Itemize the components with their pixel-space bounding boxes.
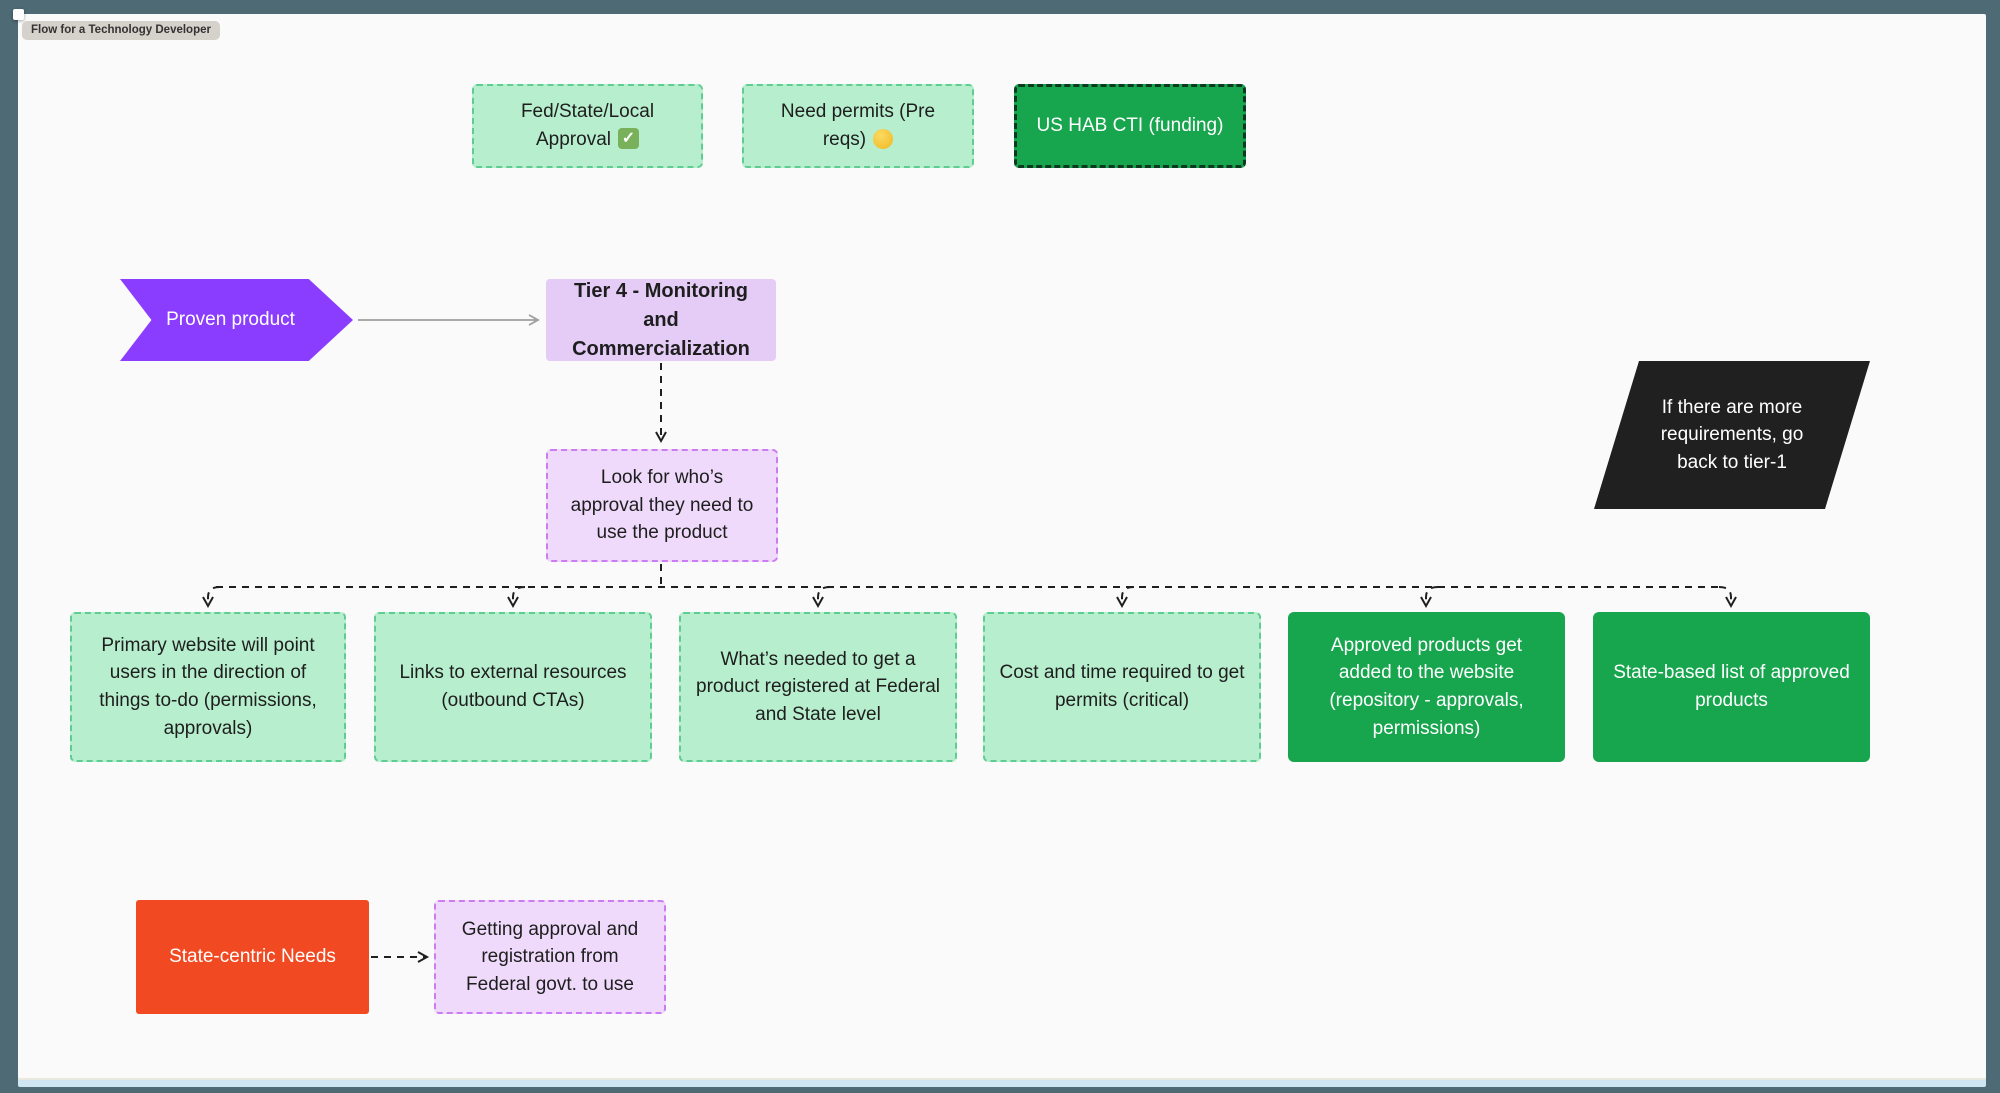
node-label: US HAB CTI (funding) — [1036, 115, 1224, 137]
connector-drop-primary-website[interactable] — [202, 586, 221, 609]
node-fed-state-local-approval[interactable]: Fed/State/Local Approval — [472, 84, 703, 168]
node-label: Approved products get added to the websi… — [1329, 634, 1524, 739]
node-approved-repository[interactable]: Approved products get added to the websi… — [1288, 612, 1565, 762]
connector-lines-layer — [202, 314, 1737, 963]
node-label: State-based list of approved products — [1613, 662, 1850, 711]
connector-drop-permit-cost[interactable] — [1116, 586, 1135, 609]
node-label: Primary website will point users in the … — [99, 634, 317, 739]
connector-drop-registration-reqs[interactable] — [812, 586, 831, 609]
node-label: What’s needed to get a product registere… — [696, 648, 940, 725]
node-registration-requirements[interactable]: What’s needed to get a product registere… — [679, 612, 957, 762]
node-label: Need permits (Pre reqs) — [780, 101, 936, 150]
node-more-requirements-note[interactable]: If there are more requirements, go back … — [1594, 361, 1870, 509]
node-external-links[interactable]: Links to external resources (outbound CT… — [374, 612, 652, 762]
node-label: If there are more requirements, go back … — [1660, 396, 1804, 473]
node-label: Cost and time required to get permits (c… — [999, 662, 1245, 711]
node-label: Getting approval and registration from F… — [461, 918, 639, 995]
node-label: Look for who’s approval they need to use… — [570, 467, 754, 544]
node-label: Links to external resources (outbound CT… — [399, 662, 627, 711]
connector-drop-state-list[interactable] — [1718, 586, 1737, 609]
node-tier4-monitoring-commercialization[interactable]: Tier 4 - Monitoring and Commercializatio… — [546, 279, 776, 361]
section-resize-handle[interactable] — [13, 9, 24, 20]
node-approval-lookup[interactable]: Look for who’s approval they need to use… — [546, 449, 778, 562]
whiteboard-canvas[interactable]: Flow for a Technology Developer — [13, 9, 1986, 1078]
node-federal-registration[interactable]: Getting approval and registration from F… — [434, 900, 666, 1014]
node-us-hab-cti-funding[interactable]: US HAB CTI (funding) — [1014, 84, 1246, 168]
connector-drop-external-links[interactable] — [507, 586, 526, 609]
node-label: Proven product — [166, 309, 295, 331]
node-proven-product[interactable]: Proven product — [120, 279, 353, 361]
section-title-tag[interactable]: Flow for a Technology Developer — [22, 21, 220, 40]
yellow-circle-emoji-icon — [873, 129, 894, 149]
connector-drop-approved-repo[interactable] — [1420, 586, 1439, 609]
node-label: State-centric Needs — [169, 946, 336, 968]
node-state-centric-needs[interactable]: State-centric Needs — [136, 900, 369, 1014]
white-check-mark-emoji-icon — [618, 128, 639, 149]
node-label: Fed/State/Local Approval — [520, 101, 655, 150]
node-need-permits[interactable]: Need permits (Pre reqs) — [742, 84, 974, 168]
node-permit-cost[interactable]: Cost and time required to get permits (c… — [983, 612, 1261, 762]
node-state-based-list[interactable]: State-based list of approved products — [1593, 612, 1870, 762]
node-primary-website[interactable]: Primary website will point users in the … — [70, 612, 346, 762]
node-label: Tier 4 - Monitoring and Commercializatio… — [572, 279, 750, 360]
